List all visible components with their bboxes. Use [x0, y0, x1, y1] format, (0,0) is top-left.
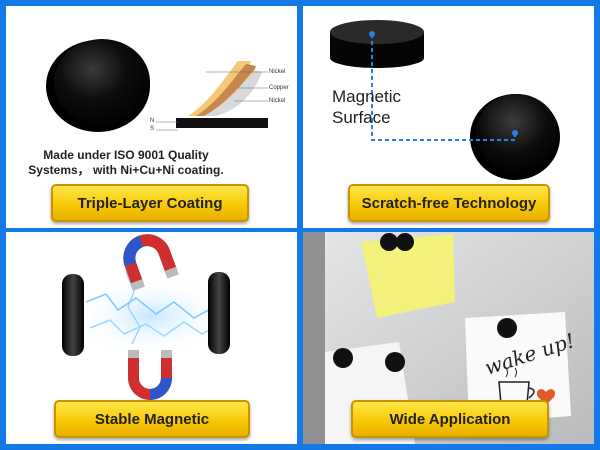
magnetic-surface-label: Magnetic Surface: [332, 87, 401, 127]
left-magnet-edge-icon: [62, 274, 84, 356]
coating-illustration: [46, 39, 268, 132]
scratch-free-panel: Magnetic Surface Scratch-free Technology: [303, 6, 594, 228]
magnet-pin-2-icon: [396, 233, 414, 251]
stable-magnetic-illustration: [62, 234, 231, 400]
heart-icon: [536, 389, 556, 405]
scratch-free-technology-button[interactable]: Scratch-free Technology: [348, 184, 550, 222]
magnet-pin-1-icon: [380, 233, 398, 251]
cylinder-magnet-icon: [330, 20, 424, 44]
coating-caption: Made under ISO 9001 Quality Systems， wit…: [28, 148, 224, 177]
triple-layer-panel: Nickel Copper Nickel N S Made under ISO …: [6, 6, 297, 228]
layer-label-copper: Copper: [269, 85, 289, 91]
disc-magnet-icon: [54, 39, 150, 125]
triple-layer-coating-button[interactable]: Triple-Layer Coating: [51, 184, 249, 222]
wide-application-panel: wake up! Wide Application: [303, 232, 594, 444]
stable-magnetic-panel: Stable Magnetic: [6, 232, 297, 444]
horseshoe-magnet-top-icon: [123, 234, 179, 291]
magnet-pin-4-icon: [385, 352, 405, 372]
right-magnet-edge-icon: [208, 272, 230, 354]
magnet-pin-3-icon: [333, 348, 353, 368]
pole-label-n: N: [150, 118, 155, 124]
wide-application-button[interactable]: Wide Application: [351, 400, 549, 438]
pole-label-s: S: [150, 126, 155, 132]
horseshoe-magnet-bottom-icon: [128, 350, 172, 400]
scratch-free-illustration: [330, 20, 560, 180]
layer-label-nickel-inner: Nickel: [269, 98, 286, 104]
stable-magnetic-button[interactable]: Stable Magnetic: [54, 400, 250, 438]
magnet-pin-5-icon: [497, 318, 517, 338]
layer-label-nickel-outer: Nickel: [269, 69, 286, 75]
sticky-note: [361, 234, 455, 318]
